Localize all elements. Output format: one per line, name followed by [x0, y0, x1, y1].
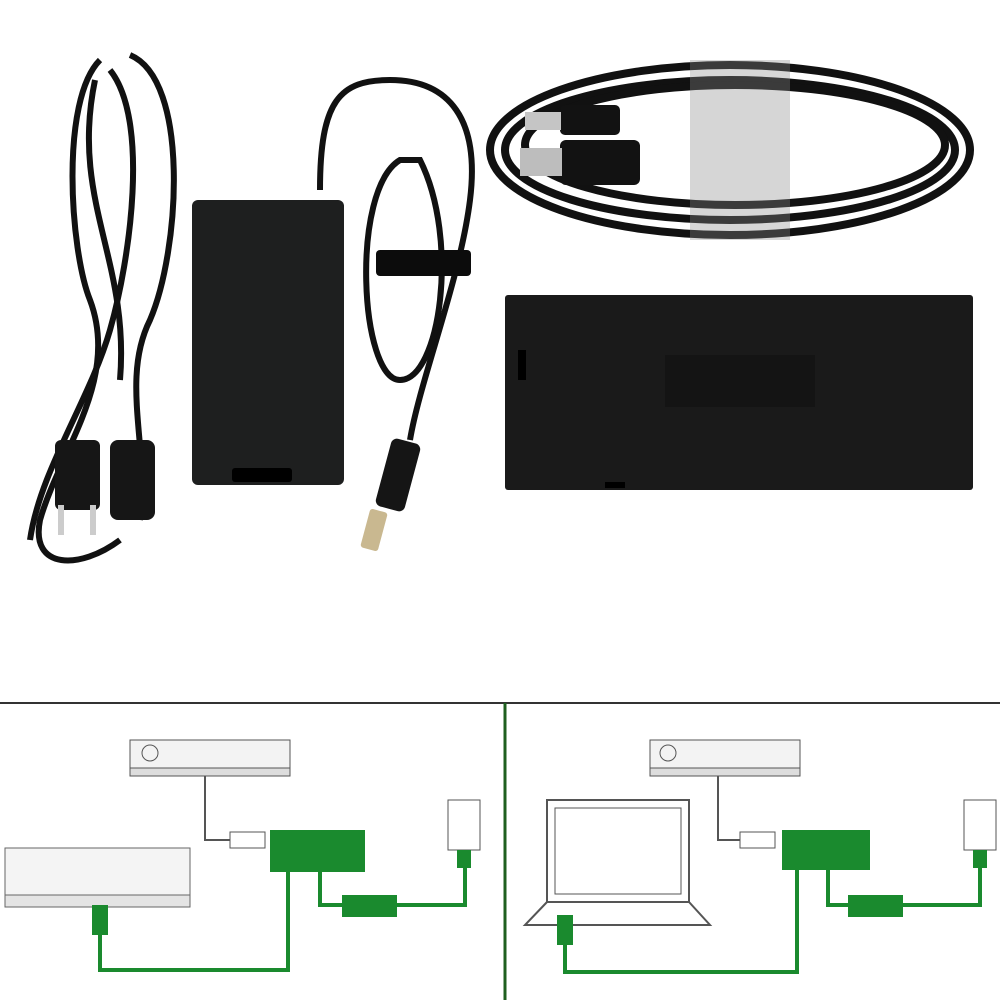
power-brick: [848, 895, 903, 917]
dc-cable: [317, 76, 475, 441]
connector-head: [110, 440, 155, 520]
adapter-hub: [782, 830, 870, 870]
power-brick: [342, 895, 397, 917]
wall-outlet: [447, 799, 481, 851]
usb-plug: [560, 140, 640, 185]
hub-port: [605, 482, 625, 488]
wall-outlet: [963, 799, 997, 851]
hub-port: [518, 350, 526, 380]
usb-plug-metal: [520, 148, 562, 176]
velcro-strap: [376, 250, 471, 276]
kinect-sensor: [649, 739, 801, 769]
tape: [690, 60, 790, 240]
laptop-screen: [546, 799, 690, 903]
plug-prong: [58, 505, 64, 535]
plug-head: [55, 440, 100, 510]
brick-socket: [232, 468, 292, 482]
power-adapter-brick: [192, 200, 344, 485]
usb-plug: [560, 105, 620, 135]
usb-cable: [486, 61, 974, 239]
usb-connector: [739, 831, 776, 849]
dc-plug: [375, 438, 421, 512]
plug-prong: [90, 505, 96, 535]
dc-plug-tip: [360, 509, 388, 551]
kinect-sensor: [129, 739, 291, 769]
usb-plug-metal: [525, 112, 561, 130]
adapter-hub: [270, 830, 365, 872]
usb-connector: [229, 831, 266, 849]
hub-label: [665, 355, 815, 407]
console-connection-diagram: [4, 739, 481, 972]
pc-connection-diagram: [522, 739, 997, 974]
